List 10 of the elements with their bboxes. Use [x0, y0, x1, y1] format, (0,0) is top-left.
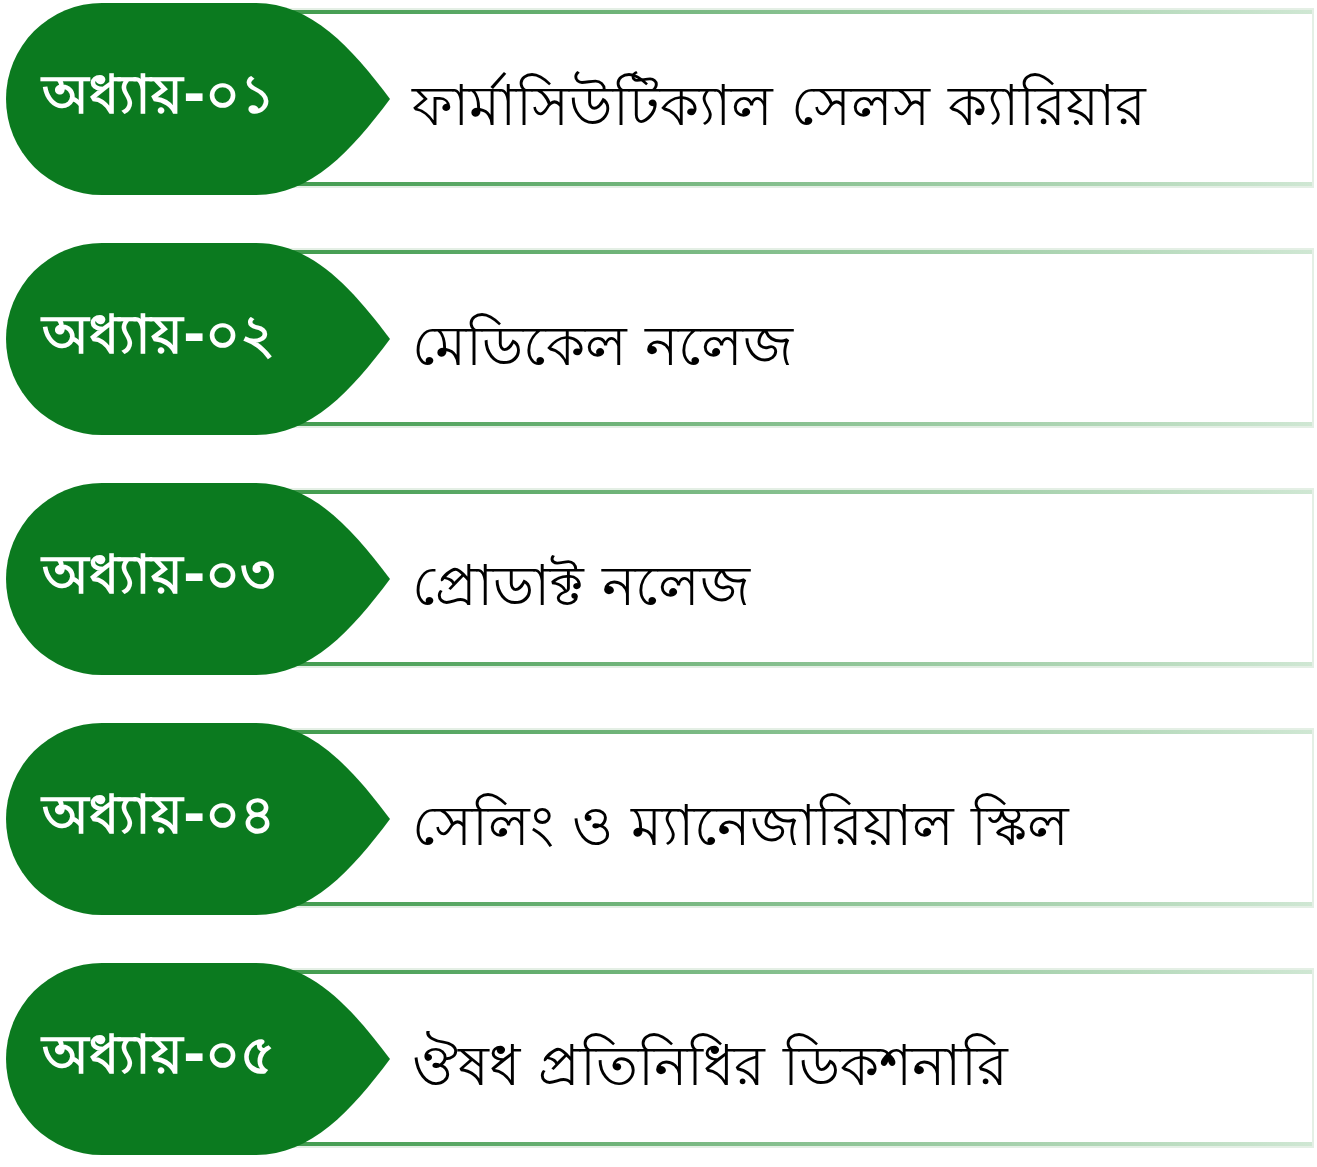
- chapter-title: মেডিকেল নলেজ: [412, 312, 793, 380]
- chapter-number: অধ্যায়-০২: [42, 302, 276, 368]
- chapter-title: ঔষধ প্রতিনিধির ডিকশনারি: [412, 1030, 1008, 1100]
- chapter-number: অধ্যায়-০৩: [42, 542, 276, 608]
- chapter-title: প্রোডাক্ট নলেজ: [412, 552, 750, 620]
- chapter-title: সেলিং ও ম্যানেজারিয়াল স্কিল: [412, 792, 1070, 860]
- chapter-title: ফার্মাসিউটিক্যাল সেলস ক্যারিয়ার: [412, 70, 1146, 140]
- chapter-number: অধ্যায়-০১: [42, 62, 276, 128]
- chapter-number: অধ্যায়-০৫: [42, 1022, 276, 1088]
- chapter-number: অধ্যায়-০৪: [42, 782, 276, 848]
